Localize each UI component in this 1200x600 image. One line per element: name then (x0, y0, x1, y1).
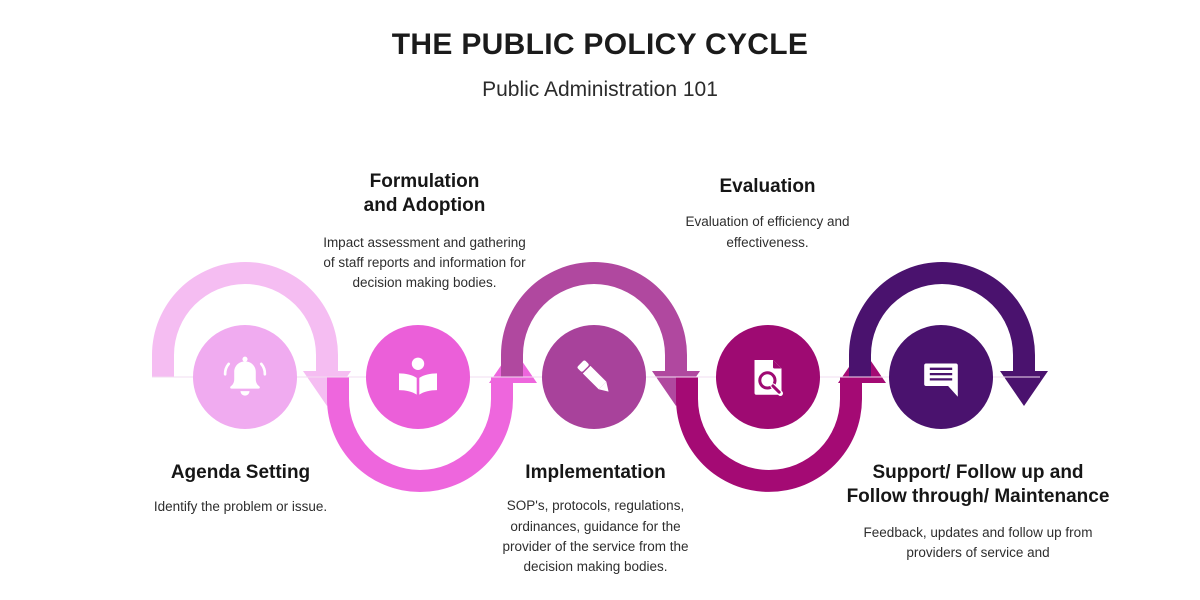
stage-node-3[interactable] (542, 325, 646, 429)
open-book-icon (399, 357, 437, 395)
stage-heading-1: Agenda Setting (170, 462, 311, 483)
chat-message-icon (923, 362, 959, 398)
stage-circle-5[interactable] (889, 325, 993, 429)
stage-node-4[interactable] (716, 325, 820, 429)
stage-node-1[interactable] (193, 325, 297, 429)
stage-heading-4: Evaluation (719, 176, 816, 197)
arc-connector-3 (501, 262, 700, 406)
stage-description-1: Identify the problem or issue. (153, 499, 328, 515)
stage-label-evaluation: Evaluation Evaluation of efficiency and … (665, 175, 870, 253)
stage-circle-2[interactable] (366, 325, 470, 429)
document-search-icon (755, 360, 782, 395)
stage-circle-1[interactable] (193, 325, 297, 429)
stage-label-formulation-and-adoption: Formulation and Adoption Impact assessme… (322, 170, 527, 293)
arc-connector-5 (849, 262, 1048, 406)
stage-label-agenda-setting: Agenda Setting Identify the problem or i… (133, 461, 348, 518)
stage-heading-3: Implementation (525, 462, 666, 483)
page-title: THE PUBLIC POLICY CYCLE (391, 28, 809, 61)
stage-label-implementation: Implementation SOP's, protocols, regulat… (488, 461, 703, 577)
stage-description-5: Feedback, updates and follow up from pro… (863, 524, 1093, 560)
stage-circle-3[interactable] (542, 325, 646, 429)
stage-node-2[interactable] (366, 325, 470, 429)
stage-description-2: Impact assessment and gathering of staff… (323, 234, 526, 291)
page-subtitle: Public Administration 101 (482, 77, 718, 101)
stage-heading-2: Formulation and Adoption (363, 171, 486, 217)
pencil-edit-icon (576, 359, 613, 396)
stage-heading-5: Support/ Follow up and Follow through/ M… (846, 462, 1110, 508)
header: THE PUBLIC POLICY CYCLE Public Administr… (0, 0, 1200, 102)
bell-icon (223, 355, 267, 397)
stage-node-5[interactable] (889, 325, 993, 429)
stage-description-4: Evaluation of efficiency and effectivene… (685, 214, 850, 250)
stage-circle-4[interactable] (716, 325, 820, 429)
stage-description-3: SOP's, protocols, regulations, ordinance… (502, 498, 689, 575)
stage-label-support-follow-up: Support/ Follow up and Follow through/ M… (843, 461, 1113, 563)
